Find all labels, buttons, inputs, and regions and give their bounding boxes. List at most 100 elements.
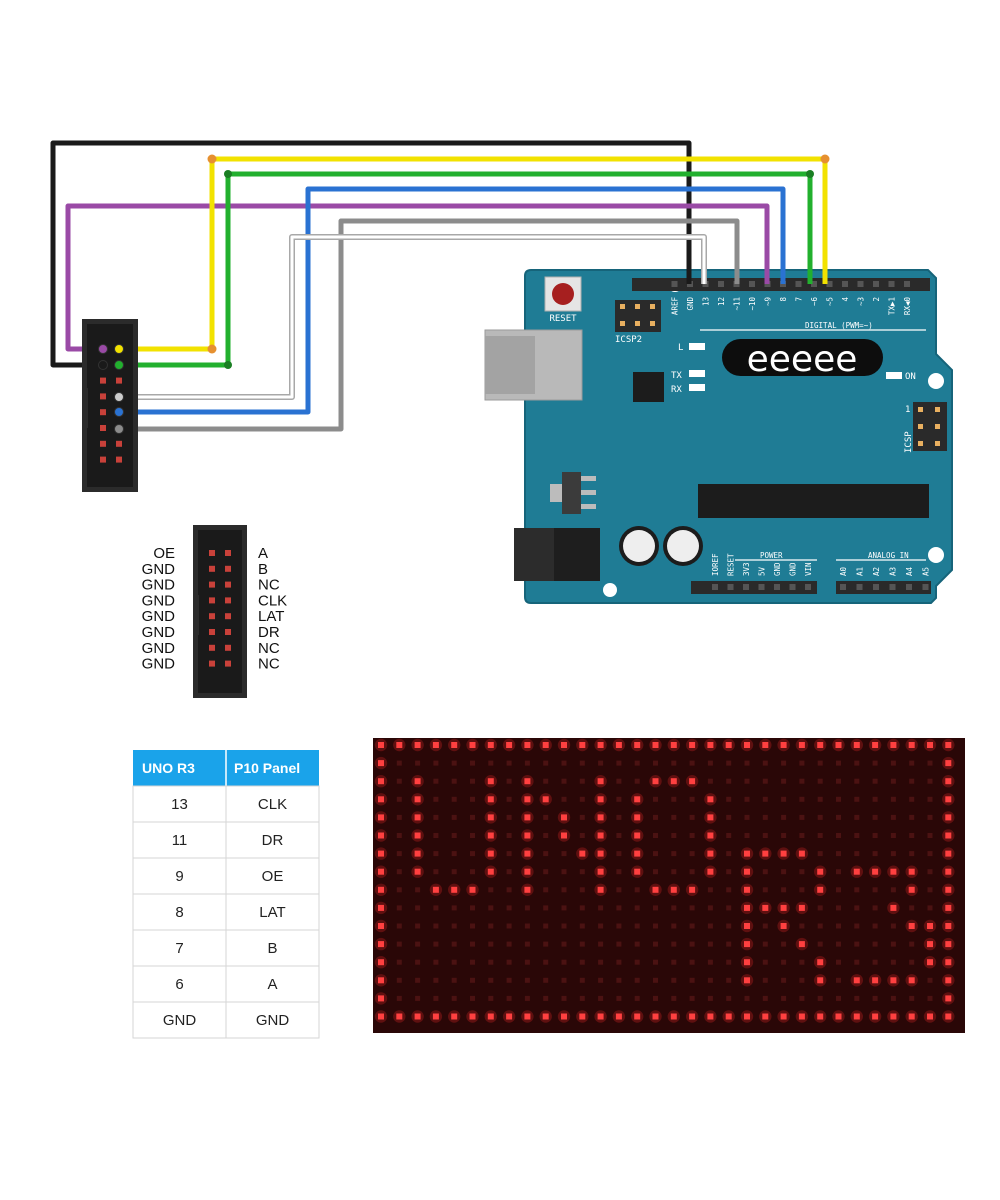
led-pixel-off [762, 833, 768, 838]
connector-left-label: OE [153, 545, 175, 562]
led-pixel-on [378, 941, 384, 948]
connector-pin [209, 581, 215, 588]
led-pixel-on [927, 959, 933, 966]
led-pixel-off [451, 959, 457, 965]
led-pixel-off [616, 833, 622, 838]
led-pixel-on [908, 886, 915, 893]
led-pixel-off [781, 941, 787, 947]
led-pixel-off [396, 796, 402, 802]
header-pin-hole [811, 281, 817, 287]
led-pixel-on [927, 941, 933, 948]
led-pixel-on [945, 850, 952, 857]
led-pixel-off [854, 959, 860, 965]
led-pixel-on [652, 778, 659, 785]
header-pin-label: ~11 [733, 297, 742, 311]
led-pixel-off [781, 814, 787, 820]
led-pixel-on [634, 850, 641, 857]
led-pixel-off [415, 995, 421, 1001]
led-pixel-off [653, 760, 658, 766]
led-pixel-on [689, 886, 696, 893]
led-pixel-off [817, 778, 823, 784]
led-pixel-off [854, 833, 860, 838]
led-pixel-off [689, 941, 695, 947]
led-pixel-off [781, 833, 787, 838]
header-pin-label: 13 [702, 297, 711, 306]
led-pixel-on [634, 1013, 641, 1020]
led-pixel-off [781, 959, 787, 965]
led-pixel-off [415, 887, 421, 893]
connector-right-label: B [258, 561, 268, 578]
led-pixel-off [854, 778, 860, 784]
wire-purple-9 [65, 203, 770, 352]
led-pixel-on [414, 868, 421, 875]
led-pixel-off [781, 869, 787, 875]
led-pixel-off [470, 833, 475, 838]
led-pixel-on [579, 1013, 586, 1020]
header-pin-hole [671, 281, 678, 287]
led-pixel-off [836, 778, 841, 784]
led-pixel-off [836, 977, 841, 983]
led-pixel-off [524, 905, 530, 911]
header-pin-hole [888, 281, 895, 287]
led-pixel-off [470, 760, 475, 766]
led-pixel-off [671, 959, 677, 965]
led-pixel-off [543, 959, 549, 965]
led-pixel-off [872, 995, 878, 1001]
led-pixel-off [433, 959, 439, 965]
led-pixel-on [561, 742, 567, 748]
led-pixel-off [707, 977, 713, 983]
led-pixel-off [744, 778, 750, 784]
led-pixel-off [470, 977, 475, 983]
led-pixel-off [689, 833, 695, 838]
led-pixel-on [506, 742, 513, 748]
table-cell [225, 785, 320, 823]
led-pixel-off [579, 760, 585, 766]
led-pixel-on [378, 796, 384, 803]
led-pixel-on [524, 1013, 531, 1020]
led-pixel-off [872, 833, 878, 838]
led-pixel-off [506, 833, 512, 838]
led-pixel-on [524, 850, 531, 857]
led-pixel-on [524, 742, 531, 748]
led-pixel-off [488, 905, 494, 911]
led-pixel-off [433, 977, 439, 983]
led-pixel-on [579, 742, 586, 748]
led-pixel-off [561, 905, 567, 911]
led-pixel-off [506, 887, 512, 893]
led-pixel-off [506, 851, 512, 857]
led-pixel-off [396, 760, 402, 766]
header-pin-hole [789, 584, 796, 590]
led-pixel-off [616, 941, 622, 947]
wire-terminal [114, 407, 124, 417]
connector-pin [209, 550, 215, 556]
led-pixel-off [433, 905, 439, 911]
led-pixel-off [561, 959, 567, 965]
connector-right-label: A [258, 545, 268, 562]
connector-pin [209, 613, 215, 620]
icsp2-header: ICSP2 [615, 300, 661, 345]
led-pixel-on [689, 778, 696, 785]
header-pin-label: GND [789, 562, 798, 576]
led-pixel-off [726, 887, 732, 893]
led-pixel-on [945, 868, 952, 875]
led-pixel-off [799, 995, 805, 1001]
led-pixel-off [689, 851, 695, 857]
table-cell-uno: 8 [175, 904, 183, 921]
led-pixel-on [561, 1013, 567, 1020]
header-pin-hole [795, 281, 802, 287]
led-pixel-on [945, 886, 952, 893]
wire-white-13 [119, 235, 706, 399]
led-pixel-off [470, 869, 475, 875]
led-pixel-on [707, 796, 714, 803]
led-pixel-off [726, 959, 732, 965]
led-pixel-off [744, 995, 750, 1001]
led-pixel-on [744, 923, 750, 929]
led-pixel-on [798, 904, 805, 911]
led-pixel-off [470, 923, 475, 929]
led-pixel-on [597, 886, 604, 893]
led-pixel-off [836, 851, 841, 857]
led-pixel-on [414, 850, 421, 857]
led-pixel-on [707, 832, 714, 839]
